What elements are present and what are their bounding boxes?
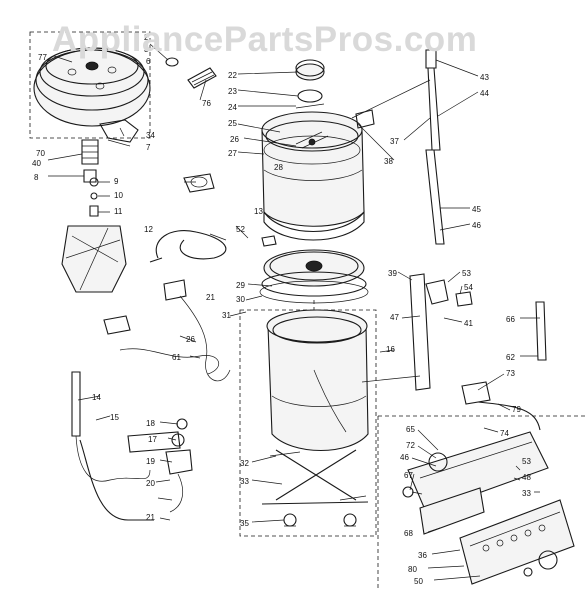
callout-label: 38 xyxy=(384,157,393,166)
callout-label: 10 xyxy=(114,191,123,200)
callout-label: 17 xyxy=(148,435,157,444)
control-panel-assembly xyxy=(377,415,588,590)
leader-lines xyxy=(47,43,540,581)
callout-label: 14 xyxy=(92,393,101,402)
callout-label: 46 xyxy=(472,221,481,230)
callout-label: 12 xyxy=(144,225,153,234)
callout-label: 36 xyxy=(418,551,427,560)
callout-label: 29 xyxy=(236,281,245,290)
callout-label: 33 xyxy=(522,489,531,498)
callout-label: 48 xyxy=(522,473,531,482)
callout-label: 8 xyxy=(34,173,39,182)
callout-label: 73 xyxy=(506,369,515,378)
callout-label: 61 xyxy=(172,353,181,362)
basket-bottom xyxy=(259,235,369,318)
hose-and-wiring xyxy=(71,230,231,521)
callout-label: 16 xyxy=(386,345,395,354)
callout-label: 35 xyxy=(240,519,249,528)
callout-label: 32 xyxy=(240,459,249,468)
callout-label: 26 xyxy=(186,335,195,344)
callout-label: 76 xyxy=(202,99,211,108)
callout-label: 30 xyxy=(236,295,245,304)
callout-label: 44 xyxy=(480,89,489,98)
callout-label: 68 xyxy=(404,529,413,538)
callout-label: 6 xyxy=(146,57,151,66)
pulley-assembly xyxy=(29,31,217,183)
callout-label: 37 xyxy=(390,137,399,146)
callout-label: 27 xyxy=(228,149,237,158)
callout-label: 18 xyxy=(146,419,155,428)
callout-label: 80 xyxy=(408,565,417,574)
callout-label: 45 xyxy=(472,205,481,214)
callout-label: 19 xyxy=(146,457,155,466)
callout-label: 2 xyxy=(144,33,149,42)
callout-label: 34 xyxy=(146,131,155,140)
callout-label: 77 xyxy=(38,53,47,62)
callout-label: 66 xyxy=(506,315,515,324)
callout-label: 24 xyxy=(228,103,237,112)
callout-label: 62 xyxy=(506,353,515,362)
callout-label: 20 xyxy=(146,479,155,488)
callout-label: 70 xyxy=(36,149,45,158)
callout-label: 21 xyxy=(146,513,155,522)
callout-label: 50 xyxy=(414,577,423,586)
callout-label: 47 xyxy=(390,313,399,322)
callout-label: 67 xyxy=(404,471,413,480)
outer-tub xyxy=(239,309,377,537)
callout-label: 54 xyxy=(464,283,473,292)
tub-cover-parts xyxy=(295,59,325,109)
callout-label: 23 xyxy=(228,87,237,96)
callout-label: 25 xyxy=(228,119,237,128)
callout-label: 53 xyxy=(522,457,531,466)
callout-label: 53 xyxy=(462,269,471,278)
callout-label: 72 xyxy=(406,441,415,450)
callout-label: 28 xyxy=(274,163,283,172)
drain-pipe-parts xyxy=(351,49,547,431)
callout-label: 41 xyxy=(464,319,473,328)
callout-label: 65 xyxy=(406,425,415,434)
callout-label: 31 xyxy=(222,311,231,320)
callout-labels: 77 2 3 6 22 23 24 25 26 27 28 43 44 37 3… xyxy=(32,33,531,586)
callout-label: 39 xyxy=(388,269,397,278)
callout-label: 79 xyxy=(512,405,521,414)
suspension-parts xyxy=(261,449,369,527)
callout-label: 52 xyxy=(236,225,245,234)
callout-label: 9 xyxy=(114,177,119,186)
spin-basket xyxy=(261,111,365,241)
callout-label: 22 xyxy=(228,71,237,80)
callout-label: 46 xyxy=(400,453,409,462)
callout-label: 43 xyxy=(480,73,489,82)
callout-label: 33 xyxy=(240,477,249,486)
callout-label: 7 xyxy=(146,143,151,152)
callout-label: 3 xyxy=(144,45,149,54)
callout-label: 21 xyxy=(206,293,215,302)
callout-label: 74 xyxy=(500,429,509,438)
callout-label: 13 xyxy=(254,207,263,216)
callout-label: 11 xyxy=(114,207,123,216)
callout-label: 15 xyxy=(110,413,119,422)
callout-label: 26 xyxy=(230,135,239,144)
callout-label: 40 xyxy=(32,159,41,168)
agitator-assembly xyxy=(61,173,215,293)
